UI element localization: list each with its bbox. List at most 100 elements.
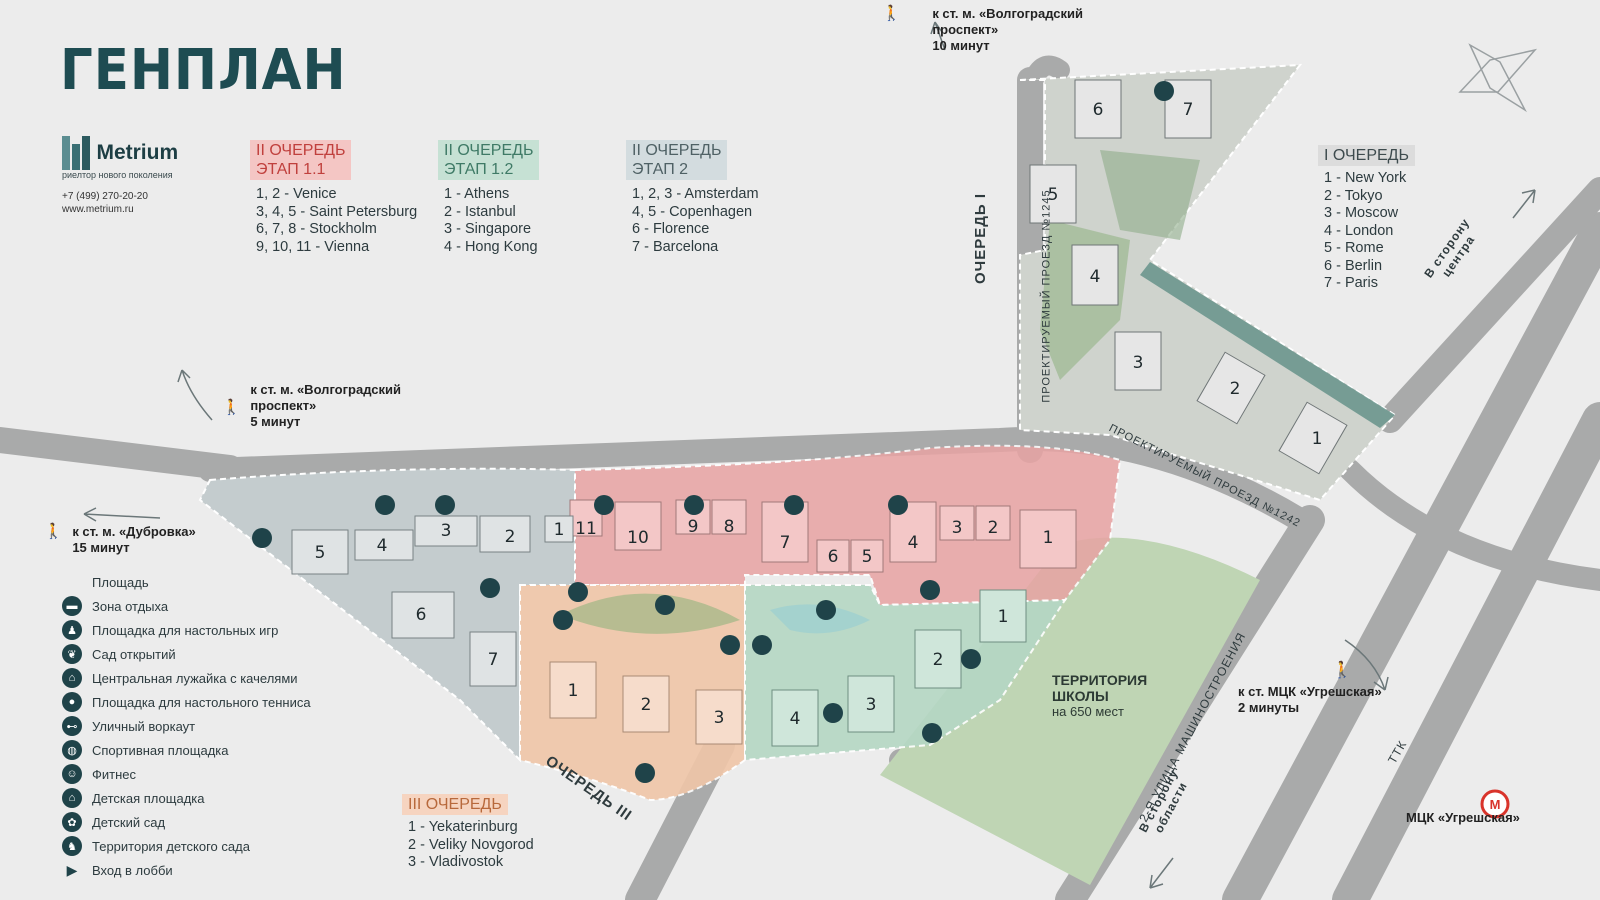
building-numbers-queue-I: 6 7 5 4 3 2 1 — [1048, 100, 1323, 449]
contacts: +7 (499) 270-20-20 www.metrium.ru — [62, 190, 148, 216]
bench-icon-3 — [920, 580, 940, 600]
stage-12-block: II ОЧЕРЕДЬ ЭТАП 1.2 1 - Athens 2 - Istan… — [438, 140, 540, 256]
svg-text:4: 4 — [1090, 267, 1101, 287]
building-numbers-stage-2: 1 2 3 4 5 6 7 — [315, 520, 565, 670]
svg-text:M: M — [1490, 797, 1501, 812]
list-item: 2 - Tokyo — [1324, 187, 1383, 204]
arrow-to-region — [1149, 857, 1174, 889]
svg-text:3: 3 — [714, 708, 725, 728]
building-numbers-stage-12: 1 2 3 4 — [790, 607, 1009, 729]
list-item: 2 - Istanbul — [444, 203, 516, 220]
stage-2-header: II ОЧЕРЕДЬ ЭТАП 2 — [626, 140, 728, 180]
stage-2-block: II ОЧЕРЕДЬ ЭТАП 2 1, 2, 3 - Amsterdam 4,… — [626, 140, 759, 256]
phone-link[interactable]: +7 (499) 270-20-20 — [62, 191, 148, 202]
board-games-icon: ♟ — [62, 620, 82, 640]
stage-2-header-line2: ЭТАП 2 — [632, 161, 689, 178]
legend-item: ☺Фитнес — [62, 762, 311, 786]
list-item: 3 - Vladivostok — [408, 854, 504, 870]
legend-item: ⌂Детская площадка — [62, 786, 311, 810]
legend-item: ♟Площадка для настольных игр — [62, 618, 311, 642]
svg-text:2: 2 — [933, 650, 944, 670]
arrow-to-volgograd-top — [930, 21, 946, 51]
building-s2-7 — [469, 631, 517, 687]
brand-logo: Metrium риелтор нового поколения — [62, 136, 178, 180]
metrium-logo-icon — [62, 136, 90, 170]
school-capacity: на 650 мест — [1052, 704, 1124, 719]
queue-I-list: 1 - New York 2 - Tokyo 3 - Moscow 4 - Lo… — [1318, 170, 1415, 293]
queue-I-header: I ОЧЕРЕДЬ — [1318, 145, 1415, 166]
legend-item: ⊷Уличный воркаут — [62, 714, 311, 738]
building-s11-8 — [711, 499, 747, 535]
road-ttk-1 — [1222, 212, 1600, 900]
road-ttk-2 — [1332, 402, 1600, 900]
direction-arrows — [83, 21, 1536, 889]
list-item: 7 - Barcelona — [632, 238, 719, 255]
svg-text:8: 8 — [724, 517, 735, 537]
building-qI-6 — [1074, 79, 1122, 139]
table-tennis-icon — [375, 495, 395, 515]
legend-item: ✿Детский сад — [62, 810, 311, 834]
playground-icon-3 — [684, 495, 704, 515]
legend-label: Центральная лужайка с качелями — [92, 670, 298, 686]
buildings-stage-11 — [569, 499, 1077, 573]
building-qIII-2 — [622, 675, 670, 733]
svg-text:3: 3 — [1133, 353, 1144, 373]
svg-text:3: 3 — [441, 521, 452, 541]
playground-icon-6 — [816, 600, 836, 620]
legend-item: ⌂ Центральная лужайка с качелями — [62, 666, 311, 690]
list-item: 4 - Hong Kong — [444, 238, 538, 255]
building-s11-5 — [850, 539, 884, 573]
building-s2-5 — [291, 529, 349, 575]
note-line: к ст. м. «Дубровка» — [72, 524, 196, 539]
workout-icon — [435, 495, 455, 515]
road-ttk-ramp — [1339, 459, 1600, 591]
bench-icon-2 — [720, 635, 740, 655]
page-title: ГЕНПЛАН — [60, 38, 347, 103]
legend-label: Уличный воркаут — [92, 718, 196, 734]
school-label-line: ТЕРРИТОРИЯ — [1052, 672, 1148, 688]
amenity-markers — [252, 81, 1174, 783]
note-line: проспект» — [932, 22, 999, 37]
svg-text:1: 1 — [568, 681, 579, 701]
playground-icon-4 — [784, 495, 804, 515]
list-item: 4 - London — [1324, 222, 1394, 239]
list-item: 1 - New York — [1324, 170, 1407, 186]
pedestrian-icon: 🚶 — [222, 399, 241, 416]
svg-text:11: 11 — [575, 519, 597, 539]
svg-text:2: 2 — [505, 527, 516, 547]
playground-icon-5 — [888, 495, 908, 515]
building-qI-1 — [1278, 401, 1348, 475]
kindergarten-icon-2 — [1154, 81, 1174, 101]
school-label-line: ШКОЛЫ — [1052, 688, 1109, 704]
stage-12-header: II ОЧЕРЕДЬ ЭТАП 1.2 — [438, 140, 540, 180]
stage-11-header: II ОЧЕРЕДЬ ЭТАП 1.1 — [250, 140, 352, 180]
svg-text:1: 1 — [998, 607, 1009, 627]
note-line: 2 минуты — [1238, 700, 1300, 715]
note-line: проспект» — [250, 398, 317, 413]
zone-school — [880, 537, 1260, 885]
buildings-stage-2 — [291, 515, 574, 687]
legend-label: Вход в лобби — [92, 862, 173, 878]
list-item: 1 - Yekaterinburg — [408, 819, 518, 835]
svg-text:6: 6 — [416, 605, 427, 625]
legend-label: Площадка для настольного тенниса — [92, 694, 311, 710]
svg-text:4: 4 — [790, 709, 801, 729]
legend-item: ◍Спортивная площадка — [62, 738, 311, 762]
queue-I-block: I ОЧЕРЕДЬ 1 - New York 2 - Tokyo 3 - Mos… — [1318, 145, 1415, 293]
square-icon — [62, 572, 82, 592]
building-numbers-stage-11: 11 10 9 8 7 6 5 4 3 2 1 — [575, 517, 1053, 567]
website-link[interactable]: www.metrium.ru — [62, 204, 134, 215]
swing-icon: ⌂ — [62, 668, 82, 688]
stage-12-list: 1 - Athens 2 - Istanbul 3 - Singapore 4 … — [438, 186, 539, 256]
list-item: 1, 2, 3 - Amsterdam — [632, 186, 759, 202]
queue-I-garden-2 — [1100, 150, 1200, 240]
sports-ground-icon — [553, 610, 573, 630]
list-item: 6, 7, 8 - Stockholm — [256, 221, 377, 237]
building-s2-1 — [544, 515, 574, 543]
list-item: 3 - Moscow — [1324, 205, 1399, 221]
list-item: 3, 4, 5 - Saint Petersburg — [256, 203, 418, 220]
building-s2-6 — [391, 591, 455, 639]
svg-text:1: 1 — [1312, 429, 1323, 449]
arrow-to-volgograd-mid — [177, 369, 213, 421]
legend-item: Площадь — [62, 570, 311, 594]
